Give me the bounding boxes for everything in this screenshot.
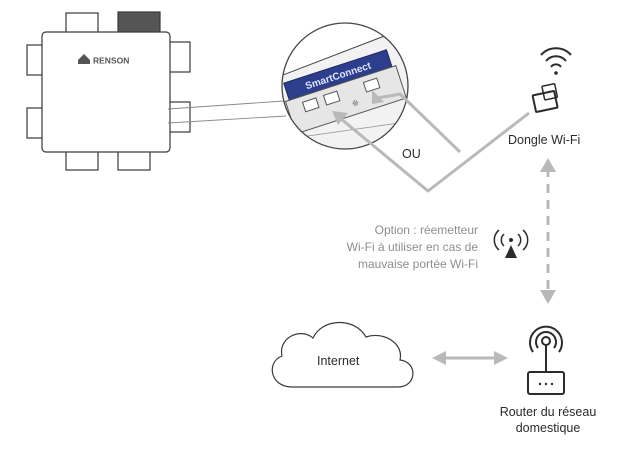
- internet-label: Internet: [317, 354, 360, 368]
- ou-label: OU: [402, 147, 421, 161]
- wifi-dongle-icon: [531, 47, 572, 113]
- dashed-link-arrow: [540, 158, 556, 304]
- router-icon: [527, 325, 565, 395]
- internet-router-arrow: [432, 351, 508, 365]
- router-line-1: Router du réseau: [499, 405, 597, 419]
- renson-logo: RENSON: [78, 54, 129, 66]
- ventilation-unit: [26, 11, 191, 171]
- magnifier-ring: [281, 22, 409, 150]
- unit-body: [41, 31, 171, 153]
- repeater-icon: [493, 229, 529, 258]
- internet-cloud: [271, 322, 414, 388]
- dongle-label: Dongle Wi-Fi: [508, 133, 581, 147]
- svg-text:❊: ❊: [351, 98, 360, 109]
- option-line-2: Wi-Fi à utiliser en cas de: [346, 240, 478, 254]
- brand-text: RENSON: [93, 56, 129, 66]
- top-port-dark: [117, 11, 161, 35]
- option-line-1: Option : réemetteur: [374, 223, 478, 237]
- usb-arrows: [332, 90, 530, 193]
- router-line-2: domestique: [515, 421, 581, 435]
- zoom-lines: [167, 100, 287, 124]
- router-label: Router du réseau domestique: [490, 404, 606, 436]
- option-line-3: mauvaise portée Wi-Fi: [357, 257, 478, 271]
- option-text: Option : réemetteur Wi-Fi à utiliser en …: [300, 222, 478, 273]
